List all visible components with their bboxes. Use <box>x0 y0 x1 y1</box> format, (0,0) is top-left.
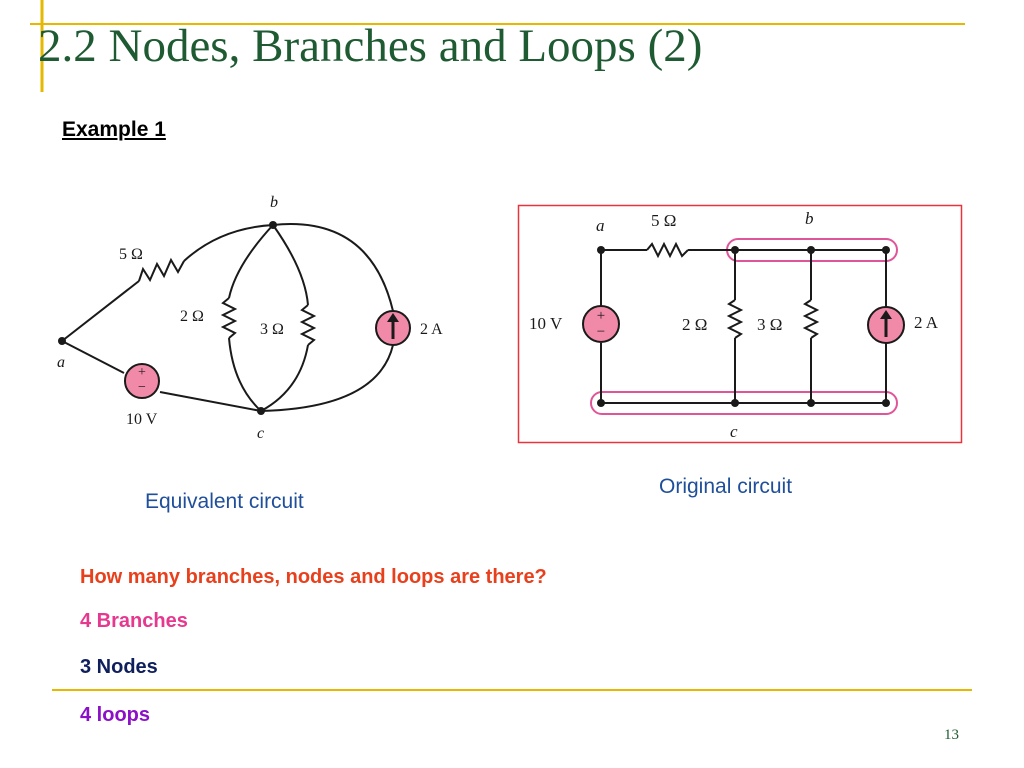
node-c-label: c <box>730 422 738 441</box>
resistor-3-ohm <box>299 304 317 346</box>
voltage-source-label: 10 V <box>126 411 158 428</box>
plus-sign: + <box>597 308 605 324</box>
current-source-2a <box>867 306 905 344</box>
wire-b-to-r3 <box>272 224 309 306</box>
answer-nodes: 3 Nodes <box>80 656 158 678</box>
resistor-5-ohm-label: 5 Ω <box>651 211 676 230</box>
node-c-dot <box>257 407 265 415</box>
node-a-label: a <box>57 354 65 371</box>
voltage-source-label: 10 V <box>529 314 563 333</box>
wire-a-to-r5 <box>61 280 140 342</box>
resistor-5-ohm <box>646 241 689 259</box>
wire-r5-to-b <box>183 224 274 262</box>
node-a-label: a <box>596 216 605 235</box>
resistor-5-ohm-label: 5 Ω <box>119 246 143 263</box>
wire-current-source-to-c <box>260 344 394 412</box>
node-b-dot-2 <box>807 246 815 254</box>
wire-voltage-source-to-c <box>159 391 262 412</box>
current-source-label: 2 A <box>420 321 443 338</box>
original-circuit-caption: Original circuit <box>659 475 793 498</box>
wire-b-to-r2 <box>228 224 274 299</box>
node-b-dot-3 <box>882 246 890 254</box>
wire-r2-to-c <box>228 337 262 412</box>
node-b-label: b <box>270 194 278 211</box>
original-circuit-frame <box>517 204 963 444</box>
equivalent-circuit-caption: Equivalent circuit <box>145 490 304 513</box>
resistor-2-ohm-label: 2 Ω <box>180 308 204 325</box>
node-b-dot <box>269 221 277 229</box>
node-c-dot-1 <box>597 399 605 407</box>
current-source-2a <box>375 310 411 346</box>
node-b-label: b <box>805 209 814 228</box>
node-c-label: c <box>257 425 264 442</box>
resistor-2-ohm-label: 2 Ω <box>682 315 707 334</box>
current-source-label: 2 A <box>914 313 939 332</box>
wire-r3-to-c <box>260 344 309 412</box>
node-c-dot-3 <box>807 399 815 407</box>
question-text: How many branches, nodes and loops are t… <box>80 566 547 588</box>
page-number: 13 <box>944 727 959 743</box>
answer-branches: 4 Branches <box>80 610 188 632</box>
minus-sign: − <box>597 324 605 340</box>
resistor-3-ohm-label: 3 Ω <box>757 315 782 334</box>
resistor-3-ohm <box>802 299 820 339</box>
resistor-5-ohm <box>138 257 185 283</box>
node-a-dot <box>58 337 66 345</box>
resistor-2-ohm <box>726 299 744 339</box>
example-heading: Example 1 <box>62 118 166 141</box>
answer-loops: 4 loops <box>80 704 151 726</box>
resistor-3-ohm-label: 3 Ω <box>260 321 284 338</box>
equivalent-circuit-diagram: + − a b c 5 Ω 2 Ω 3 Ω 2 A 10 V <box>57 194 443 442</box>
voltage-source-10v: + − <box>124 363 160 399</box>
plus-sign: + <box>138 365 146 380</box>
original-circuit-diagram: + − a b c 5 Ω 2 Ω 3 Ω 10 V 2 A <box>517 204 963 444</box>
voltage-source-10v: + − <box>582 305 620 343</box>
node-b-dot-1 <box>731 246 739 254</box>
node-c-highlight <box>590 391 898 415</box>
node-c-dot-2 <box>731 399 739 407</box>
node-c-dot-4 <box>882 399 890 407</box>
wire-a-to-voltage-source <box>61 340 125 374</box>
minus-sign: − <box>138 380 146 395</box>
wire-b-to-current-source <box>272 223 394 312</box>
slide-title: 2.2 Nodes, Branches and Loops (2) <box>38 20 703 72</box>
node-a-dot <box>597 246 605 254</box>
resistor-2-ohm <box>220 297 238 339</box>
